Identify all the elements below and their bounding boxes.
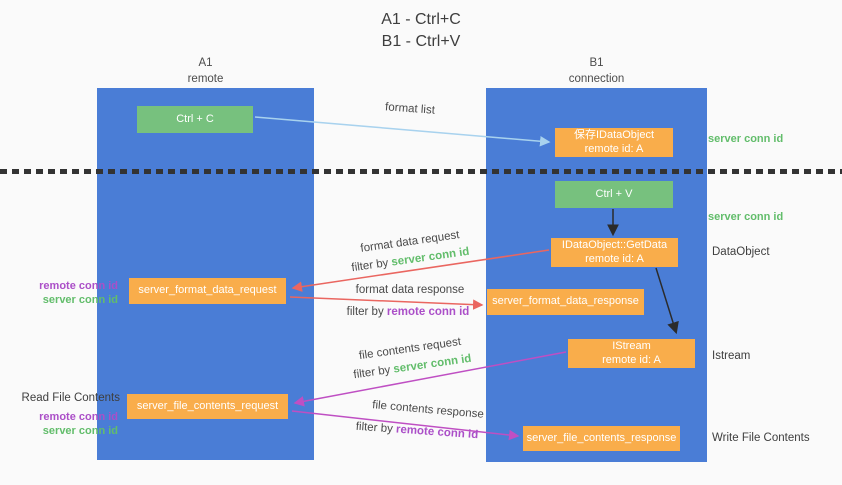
node-server-file-contents-response-label: server_file_contents_response — [526, 431, 677, 444]
arrow-label-file-contents-response: file contents response — [371, 399, 485, 421]
side-label-write-file-contents: Write File Contents — [712, 432, 810, 444]
node-server-file-contents-request-label: server_file_contents_request — [136, 399, 279, 412]
column-header-b1: B1 connection — [486, 56, 707, 87]
node-ctrl-v: Ctrl + V — [555, 181, 673, 208]
diagram-title: A1 - Ctrl+C B1 - Ctrl+V — [0, 9, 842, 52]
title-line-2: B1 - Ctrl+V — [381, 32, 461, 50]
side-label-server-conn-id-left-top: server conn id — [42, 294, 118, 306]
side-label-istream: Istream — [712, 350, 751, 362]
arrow-label-filter-by-remote-conn-id-1: filter by remote conn id — [338, 306, 478, 318]
phase-divider-dotted-line — [0, 169, 842, 174]
node-server-format-data-response: server_format_data_response — [487, 289, 644, 315]
column-a1-name: A1 — [198, 57, 213, 69]
node-server-format-data-response-label: server_format_data_response — [492, 295, 639, 308]
side-label-server-conn-id-left-bottom: server conn id — [42, 425, 118, 437]
node-save-idataobject-line1: 保存IDataObject — [573, 128, 655, 141]
node-istream-line2: remote id: A — [602, 353, 661, 366]
side-label-dataobject: DataObject — [712, 246, 770, 258]
side-label-remote-conn-id-left-bottom: remote conn id — [39, 411, 118, 423]
side-label-server-conn-id-mid-right: server conn id — [708, 211, 784, 223]
node-ctrl-c: Ctrl + C — [137, 106, 253, 133]
column-b1-name: B1 — [589, 57, 604, 69]
filter-by-prefix: filter by — [346, 306, 387, 318]
node-save-idataobject: 保存IDataObject remote id: A — [555, 128, 673, 157]
title-line-1: A1 - Ctrl+C — [381, 11, 461, 28]
node-istream: IStream remote id: A — [568, 339, 695, 368]
side-label-read-file-contents: Read File Contents — [21, 392, 120, 404]
node-server-format-data-request: server_format_data_request — [129, 278, 286, 304]
node-idataobject-getdata-line2: remote id: A — [585, 252, 644, 265]
server-conn-id-highlight: server conn id — [392, 352, 473, 376]
server-conn-id-highlight: server conn id — [390, 245, 471, 269]
side-label-remote-conn-id-left-top: remote conn id — [39, 280, 118, 292]
filter-by-prefix: filter by — [352, 363, 395, 382]
column-a1-subtitle: remote — [187, 72, 224, 85]
remote-conn-id-highlight: remote conn id — [386, 306, 470, 318]
column-header-a1: A1 remote — [97, 56, 314, 87]
node-ctrl-c-label: Ctrl + C — [176, 112, 214, 125]
node-ctrl-v-label: Ctrl + V — [595, 187, 633, 200]
node-save-idataobject-line2: remote id: A — [584, 142, 644, 155]
filter-by-prefix: filter by — [355, 420, 397, 436]
filter-by-prefix: filter by — [350, 256, 393, 275]
arrow-label-format-list: format list — [384, 101, 436, 117]
arrow-label-filter-by-remote-conn-id-2: filter by remote conn id — [347, 420, 487, 442]
arrow-label-format-data-response: format data response — [355, 284, 465, 296]
side-label-server-conn-id-top-right: server conn id — [708, 133, 784, 145]
node-istream-line1: IStream — [612, 339, 651, 352]
remote-conn-id-highlight: remote conn id — [395, 423, 479, 442]
node-idataobject-getdata: IDataObject::GetData remote id: A — [551, 238, 678, 267]
arrow-format-data-response — [289, 296, 484, 310]
node-server-file-contents-response: server_file_contents_response — [523, 426, 680, 451]
node-server-format-data-request-label: server_format_data_request — [138, 284, 277, 297]
column-b1-subtitle: connection — [568, 72, 625, 85]
node-idataobject-getdata-line1: IDataObject::GetData — [561, 238, 668, 251]
node-server-file-contents-request: server_file_contents_request — [127, 394, 288, 419]
